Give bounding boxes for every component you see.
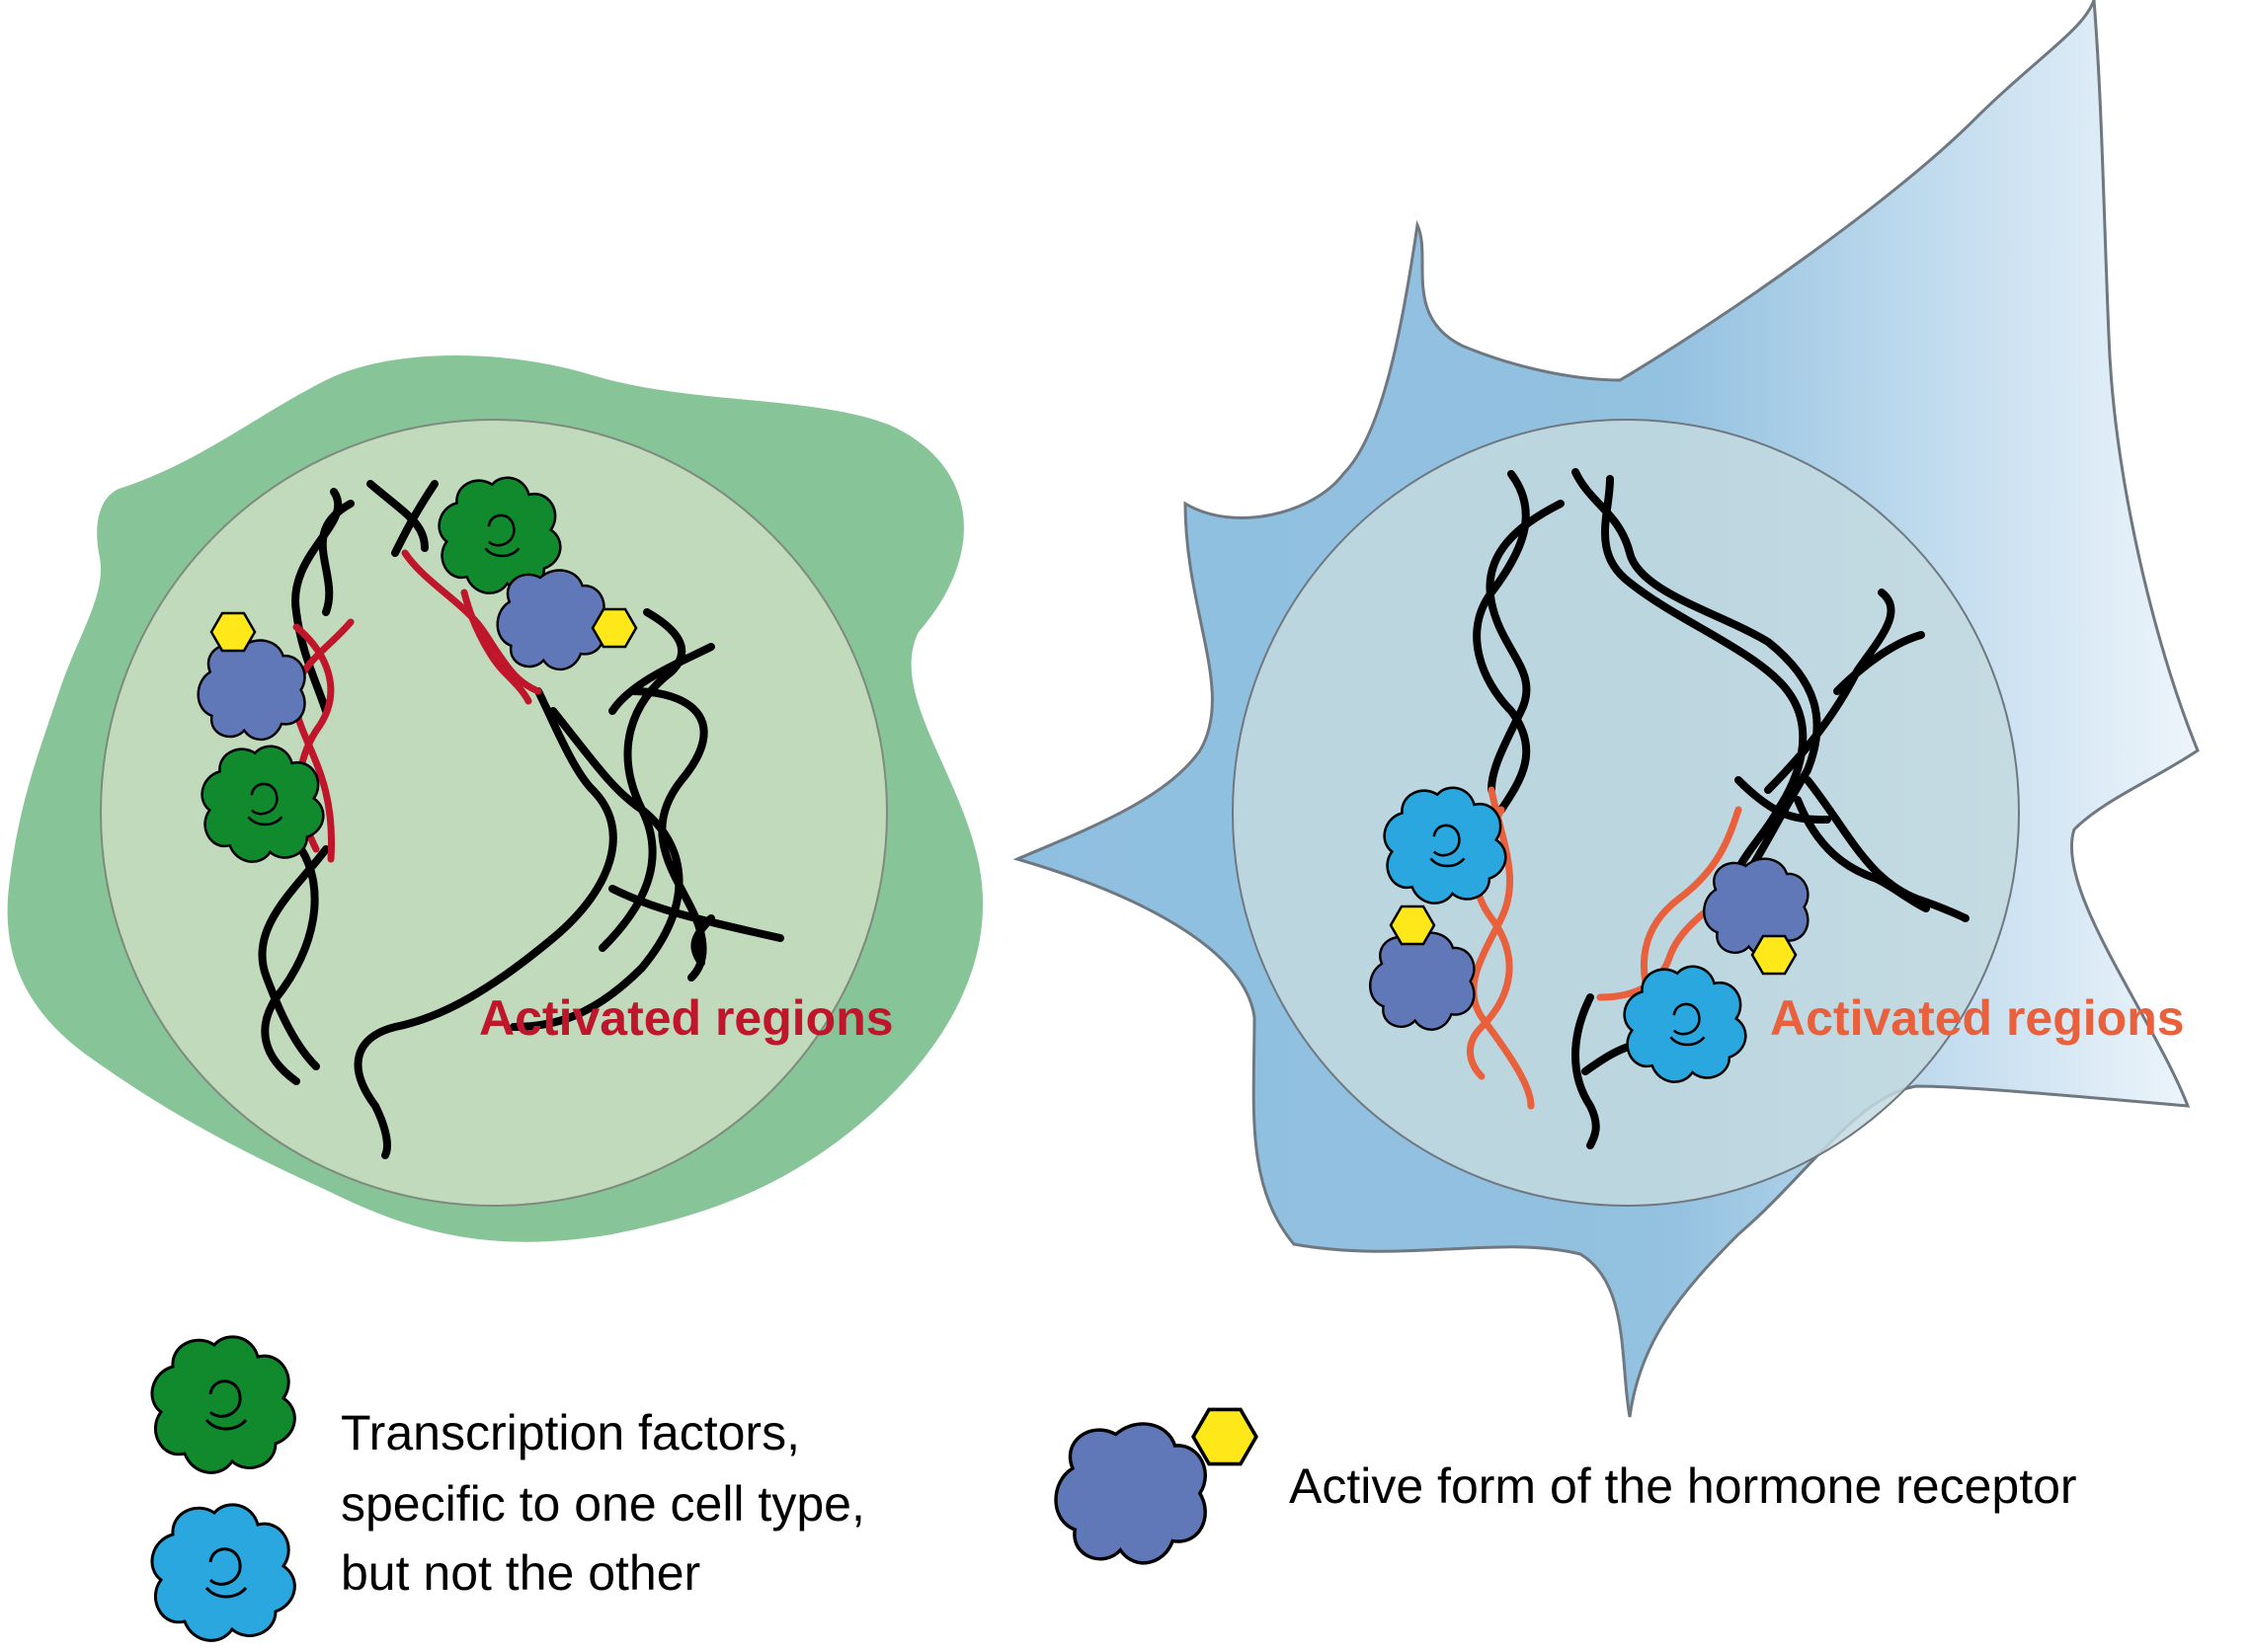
legend-tf-line3: but not the other xyxy=(341,1545,700,1601)
legend-tf-line1: Transcription factors, xyxy=(341,1405,800,1460)
hormone-icon xyxy=(1750,934,1798,976)
transcription-factor-blue-icon xyxy=(150,1503,296,1642)
legend-tf-line2: specific to one cell type, xyxy=(341,1476,865,1532)
left-dna xyxy=(258,480,784,1159)
hormone-receptor-icon xyxy=(197,639,306,742)
hormone-icon xyxy=(1389,905,1436,946)
transcription-factor-blue-icon xyxy=(1623,965,1747,1083)
hormone-receptor-icon xyxy=(496,569,605,671)
legend-receptor-label: Active form of the hormone receptor xyxy=(1289,1458,2077,1514)
transcription-factor-blue-icon xyxy=(1383,786,1507,905)
right-region-label: Activated regions xyxy=(1770,990,2185,1046)
hormone-icon xyxy=(1191,1407,1258,1466)
hormone-receptor-icon xyxy=(1054,1422,1207,1565)
legend: Transcription factors, specific to one c… xyxy=(150,1335,2077,1642)
transcription-factor-green-icon xyxy=(150,1335,296,1474)
hormone-receptor-icon xyxy=(1702,857,1810,957)
hormone-icon xyxy=(209,611,257,653)
transcription-factor-green-icon xyxy=(201,745,325,863)
left-region-label: Activated regions xyxy=(479,990,894,1046)
hormone-receptor-icon xyxy=(1368,931,1476,1031)
hormone-icon xyxy=(591,607,638,649)
